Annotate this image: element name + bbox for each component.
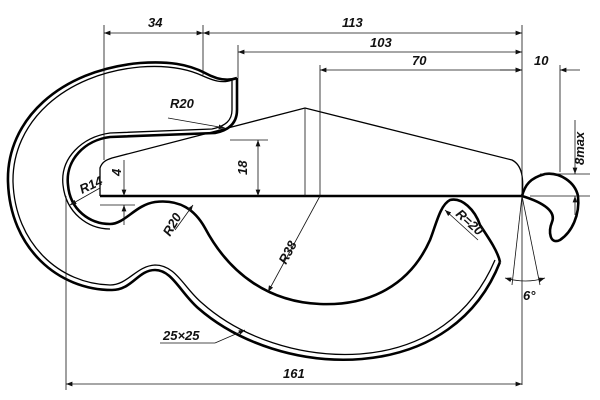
angle-6deg: 6°: [523, 288, 536, 303]
dimension-lines: [66, 30, 580, 387]
extension-lines: [65, 25, 590, 390]
section-25x25: 25×25: [162, 328, 200, 343]
dim-8max: 8max: [572, 131, 587, 165]
dim-161: 161: [283, 366, 305, 381]
dim-10: 10: [534, 53, 549, 68]
dim-103: 103: [370, 35, 392, 50]
radius-r38: R38: [275, 238, 300, 267]
dim-113: 113: [342, 15, 363, 30]
dim-70: 70: [412, 53, 427, 68]
radius-r20-left: R20: [160, 210, 185, 239]
hook-outline: [6, 61, 580, 361]
radius-r20-top: R20: [170, 96, 195, 111]
dim-4: 4: [109, 168, 124, 177]
dim-18: 18: [235, 160, 250, 175]
dim-34: 34: [148, 15, 163, 30]
